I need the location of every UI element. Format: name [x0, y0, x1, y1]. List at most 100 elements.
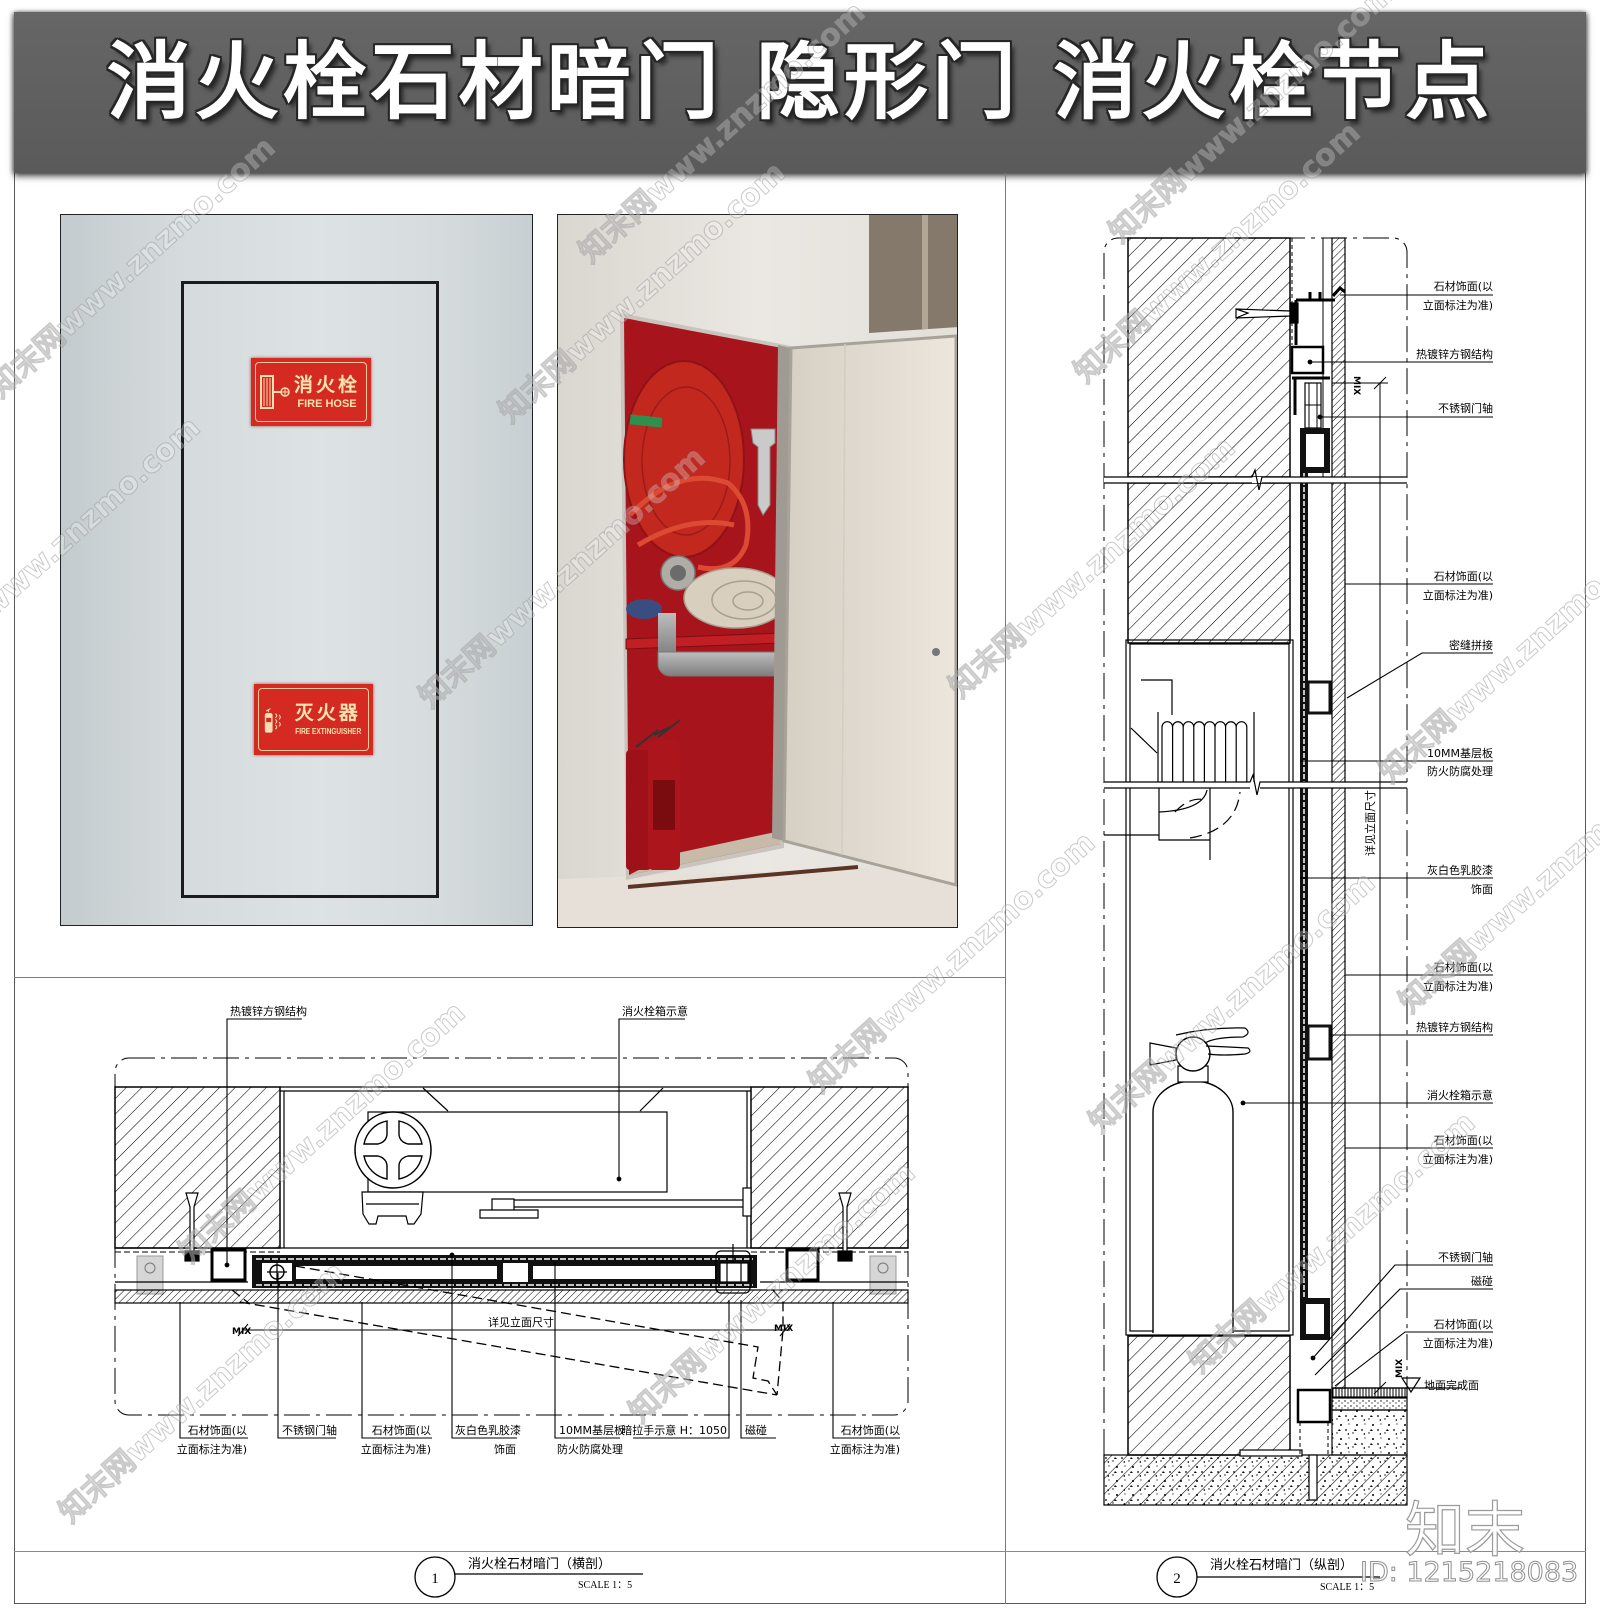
hose-reel-symbol — [354, 1111, 432, 1189]
reel-base — [361, 1191, 424, 1225]
vertical-pipe — [658, 613, 676, 657]
background-wall-panel — [869, 215, 957, 333]
label-stone-facing-note: 立面标注为准) — [1423, 298, 1493, 312]
dim-marker-top: MIX — [1351, 376, 1361, 395]
photo-open-hydrant-cabinet — [557, 214, 958, 928]
leader-dot — [616, 1176, 622, 1182]
anchor-nut-right — [837, 1250, 853, 1262]
slab-anchor-bolt — [1308, 1454, 1318, 1501]
label-galvanized-steel: 热镀锌方钢结构 — [1416, 1020, 1493, 1034]
title-2-number: 2 — [1173, 1571, 1181, 1587]
label-stone-facing-note: 立面标注为准) — [177, 1442, 247, 1456]
fire-hose-sign-en: FIRE HOSE — [297, 398, 357, 410]
title-1-number: 1 — [431, 1571, 439, 1587]
anchor-nut-left — [184, 1250, 200, 1262]
door-frame-top-core — [1306, 434, 1324, 467]
magnetic-catch — [719, 1262, 749, 1283]
steel-tube-bottom — [1296, 1388, 1332, 1424]
dim-marker-left: MIX — [232, 1327, 251, 1337]
brand-logo-watermark: 知末 — [1404, 1495, 1525, 1566]
door-stiffener-lower — [1306, 1024, 1332, 1061]
title-2-text: 消火栓石材暗门（纵剖） — [1210, 1558, 1353, 1573]
door-stiffener-upper — [1306, 680, 1332, 715]
label-latex-paint-finish: 饰面 — [494, 1442, 516, 1456]
label-stone-facing: 石材饰面(以 — [1434, 960, 1493, 974]
dimension-note: 详见立面尺寸 — [488, 1315, 554, 1329]
label-stone-facing: 石材饰面(以 — [372, 1423, 431, 1437]
label-galvanized-steel: 热镀锌方钢结构 — [1416, 347, 1493, 361]
label-hinge: 不锈钢门轴 — [282, 1423, 337, 1437]
base-plate — [1239, 1449, 1303, 1457]
horizontal-divider-photos — [14, 977, 1005, 978]
door-swing-dashed — [231, 1265, 784, 1396]
wall-right-hatch — [750, 1086, 909, 1249]
extinguisher-label — [653, 780, 675, 830]
fire-extinguisher-handle — [1175, 1027, 1251, 1056]
door-frame-bottom-core — [1306, 1304, 1324, 1334]
label-stone-facing: 石材饰面(以 — [1434, 279, 1493, 293]
support-dashed — [1299, 1422, 1329, 1455]
wall-left-hatch — [114, 1086, 281, 1249]
concrete-fill — [1331, 1409, 1408, 1456]
hinge-pin-lines — [1305, 383, 1321, 428]
floor-slab-aggregate — [1104, 1455, 1407, 1505]
fire-hose-sign-border: 消火栓 FIRE HOSE — [255, 362, 367, 422]
label-hidden-handle: 暗拉手示意 H：1050 — [621, 1423, 727, 1437]
horizontal-section-drawing — [114, 1018, 909, 1598]
floor-level-triangle-icon — [1400, 1377, 1422, 1394]
catch-housing — [715, 1250, 751, 1294]
door-seam — [841, 343, 846, 856]
label-stone-facing: 石材饰面(以 — [841, 1423, 900, 1437]
leader-dot — [1307, 359, 1313, 365]
label-fireproof-treatment: 防火防腐处理 — [557, 1442, 623, 1456]
hose-reel-icon — [260, 375, 290, 409]
extinguisher-left — [626, 750, 651, 870]
leader-dot — [1240, 1100, 1246, 1106]
green-label — [629, 414, 663, 428]
label-stone-facing-note: 立面标注为准) — [1423, 979, 1493, 993]
label-hinge: 不锈钢门轴 — [1438, 1250, 1493, 1264]
mortar-layer — [1331, 1397, 1408, 1411]
break-band-upper — [1104, 477, 1407, 483]
label-magnetic-catch: 磁碰 — [745, 1424, 767, 1437]
label-hydrant-box: 消火栓箱示意 — [1427, 1088, 1493, 1102]
nozzle — [750, 428, 776, 516]
steel-tube-top — [1290, 345, 1325, 375]
fire-extinguisher-icon — [264, 707, 281, 733]
dimension-line-vertical — [1332, 376, 1388, 1395]
label-galvanized-steel: 热镀锌方钢结构 — [230, 1004, 307, 1018]
mounting-plate-left-hole — [144, 1262, 156, 1274]
floor-level-label: 地面完成面 — [1424, 1378, 1479, 1392]
leader-dot — [1317, 414, 1323, 420]
title-1-number-circle — [414, 1556, 456, 1598]
dimension-line — [237, 1323, 791, 1337]
label-stone-facing: 石材饰面(以 — [1434, 569, 1493, 583]
leader-dot — [449, 1252, 455, 1258]
fire-extinguisher-sign-en: FIRE EXTINGUISHER — [294, 726, 361, 736]
dim-marker-right: MIX — [774, 1324, 793, 1334]
asset-id-watermark: ID: 1215218083 — [1359, 1557, 1579, 1589]
door-mid-block — [503, 1263, 528, 1282]
label-magnetic-catch: 磁碰 — [1471, 1275, 1493, 1288]
mounting-plate-right-hole — [877, 1262, 889, 1274]
title-2-scale: SCALE 1：5 — [1320, 1582, 1374, 1593]
horizontal-divider-titles — [14, 1551, 1586, 1552]
label-stone-facing-note: 立面标注为准) — [830, 1442, 900, 1456]
leader-dot — [1310, 1355, 1316, 1361]
label-stone-facing: 石材饰面(以 — [188, 1423, 247, 1437]
label-base-board: 10MM基层板 — [559, 1423, 625, 1437]
label-stone-facing-note: 立面标注为准) — [361, 1442, 431, 1456]
fire-extinguisher-sign-cn: 灭火器 — [294, 701, 361, 724]
anchor-nut-top — [1289, 302, 1299, 324]
mounting-plate-left — [136, 1255, 164, 1295]
fire-extinguisher-head — [1175, 1036, 1211, 1072]
middle-wall-hatch — [1127, 482, 1291, 644]
title-1-text: 消火栓石材暗门（横剖） — [468, 1557, 611, 1572]
leader-lines-right — [1243, 294, 1493, 1387]
label-latex-paint: 灰白色乳胶漆 — [1427, 863, 1493, 877]
label-fireproof-treatment: 防火防腐处理 — [1427, 764, 1493, 778]
fire-extinguisher-body — [1152, 1080, 1234, 1333]
label-hydrant-box: 消火栓箱示意 — [622, 1004, 688, 1018]
leader-dot — [224, 1262, 230, 1268]
